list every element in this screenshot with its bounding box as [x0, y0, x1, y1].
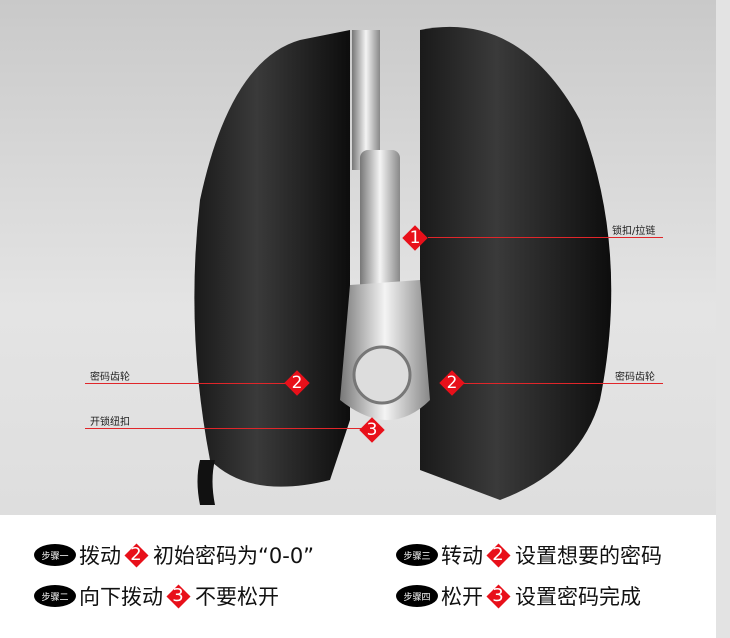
step-1: 步骤一 拨动 2 初始密码为“0-0” [34, 540, 314, 570]
lock-button [352, 345, 412, 405]
step-text: 初始密码为“0-0” [153, 544, 315, 568]
callout-lock-zipper: 锁扣/拉链 [612, 226, 656, 237]
step-3: 步骤三 转动 2 设置想要的密码 [396, 540, 662, 570]
step-text: 不要松开 [195, 585, 279, 609]
zipper-pull [360, 150, 400, 300]
diamond-marker: 3 [485, 583, 511, 609]
marker-1: 1 [402, 225, 428, 251]
instructions-panel: 步骤一 拨动 2 初始密码为“0-0” 步骤二 向下拨动 3 不要松开 步骤三 … [0, 515, 716, 638]
callout-line [85, 383, 295, 384]
step-2: 步骤二 向下拨动 3 不要松开 [34, 581, 279, 611]
step-badge: 步骤一 [34, 544, 76, 566]
marker-3: 3 [359, 417, 385, 443]
step-badge: 步骤四 [396, 585, 438, 607]
callout-gear-right: 密码齿轮 [615, 372, 655, 383]
step-4: 步骤四 松开 3 设置密码完成 [396, 581, 641, 611]
diamond-marker: 3 [165, 583, 191, 609]
marker-2-right: 2 [439, 370, 465, 396]
bag-left-side [194, 30, 350, 487]
step-text: 转动 [441, 544, 483, 568]
callout-unlock-button: 开锁纽扣 [90, 417, 130, 428]
bag-right-side [420, 26, 612, 501]
bag-illustration [194, 26, 612, 505]
step-text: 拨动 [79, 544, 121, 568]
diamond-marker: 2 [123, 542, 149, 568]
zipper-teeth [352, 30, 380, 170]
callout-gear-left: 密码齿轮 [90, 372, 130, 383]
right-border [716, 0, 730, 638]
step-text: 设置想要的密码 [515, 544, 662, 568]
diamond-marker: 2 [485, 542, 511, 568]
step-text: 设置密码完成 [515, 585, 641, 609]
marker-2-left: 2 [284, 370, 310, 396]
step-text: 松开 [441, 585, 483, 609]
step-text: 向下拨动 [79, 585, 163, 609]
callout-line [428, 237, 663, 238]
step-badge: 步骤二 [34, 585, 76, 607]
step-badge: 步骤三 [396, 544, 438, 566]
callout-line [85, 428, 365, 429]
callout-line [460, 383, 663, 384]
product-photo [0, 0, 730, 515]
